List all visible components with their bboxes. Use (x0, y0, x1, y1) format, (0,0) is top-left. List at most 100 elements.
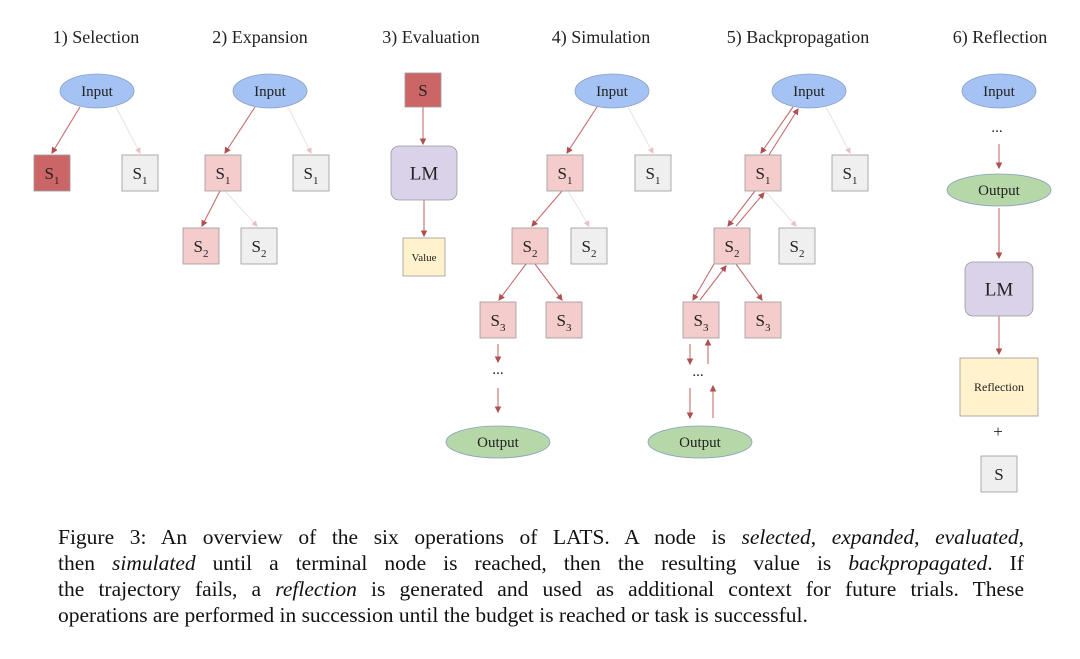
edge-arrow (768, 108, 799, 156)
edge-arrow (201, 190, 221, 227)
caption-emphasis: reflection (275, 577, 357, 601)
edge-arrow (567, 190, 590, 227)
node-input: Input (232, 73, 308, 109)
node-label: Input (81, 84, 113, 100)
caption-text: is generated and used as additional cont… (356, 577, 1024, 601)
node-input: Input (961, 73, 1037, 109)
node-label: Input (596, 84, 628, 100)
caption-text: , (914, 525, 936, 549)
node-s3b: S3 (744, 301, 782, 339)
node-label: Reflection (974, 380, 1024, 394)
node-label: ... (492, 362, 503, 378)
node-label: S3 (756, 311, 771, 334)
node-label: Input (254, 84, 286, 100)
node-label: S1 (304, 164, 319, 187)
caption-text: operations are performed in succession u… (58, 603, 808, 627)
node-s2b: S2 (240, 227, 278, 265)
node-label: Input (793, 84, 825, 100)
node-s3a: S3 (479, 301, 517, 339)
panel-title: 6) Reflection (953, 27, 1047, 48)
caption-text: then (58, 551, 113, 575)
caption-line: operations are performed in succession u… (58, 602, 1024, 628)
edge-arrow (735, 263, 763, 301)
edge-arrow (566, 106, 598, 154)
node-s1a: S1 (546, 154, 584, 192)
node-output: Output (445, 425, 551, 459)
node-label: S3 (694, 311, 709, 334)
node-label: S2 (725, 237, 740, 260)
node-lm: LM (964, 261, 1034, 317)
node-label: S2 (790, 237, 805, 260)
node-label: S2 (523, 237, 538, 260)
node-s2a: S2 (182, 227, 220, 265)
node-s1b: S1 (831, 154, 869, 192)
caption-line: Figure 3: An overview of the six operati… (58, 524, 1024, 550)
node-s1a: S1 (204, 154, 242, 192)
node-label: S3 (557, 311, 572, 334)
panel-title: 3) Evaluation (382, 27, 479, 48)
caption-emphasis: expanded (831, 525, 915, 549)
node-label: ... (692, 364, 703, 380)
node-output: Output (946, 173, 1052, 207)
node-label: S1 (133, 164, 148, 187)
node-value: Value (402, 237, 446, 277)
caption-line: the trajectory fails, a reflection is ge… (58, 576, 1024, 602)
node-s3b: S3 (545, 301, 583, 339)
edge-arrow (727, 190, 756, 227)
edge-arrow (531, 190, 563, 227)
node-s: S (980, 455, 1018, 493)
edge-arrow (224, 190, 258, 227)
panel-title: 4) Simulation (552, 27, 651, 48)
node-label: S3 (491, 311, 506, 334)
node-s: S (404, 72, 442, 108)
node-s2a: S2 (511, 227, 549, 265)
node-label: Output (679, 435, 722, 451)
node-lm: LM (390, 145, 458, 201)
caption-emphasis: simulated (112, 551, 196, 575)
node-label: S (994, 465, 1003, 484)
node-s1b: S1 (634, 154, 672, 192)
edge-arrow (735, 192, 765, 227)
edge-arrow (51, 106, 81, 154)
caption-text: , (810, 525, 832, 549)
node-label: S2 (582, 237, 597, 260)
caption-line: then simulated until a terminal node is … (58, 550, 1024, 576)
node-s1a: S1 (744, 154, 782, 192)
caption-emphasis: evaluated (935, 525, 1019, 549)
node-label: Output (978, 183, 1021, 199)
node-label: S1 (216, 164, 231, 187)
node-plus: + (993, 422, 1003, 441)
node-s2a: S2 (713, 227, 751, 265)
node-s2b: S2 (778, 227, 816, 265)
node-label: Output (477, 435, 520, 451)
node-input: Input (59, 73, 135, 109)
edge-arrow (760, 106, 794, 154)
node-label: S1 (843, 164, 858, 187)
caption-text: until a terminal node is reached, then t… (195, 551, 849, 575)
caption-text: Figure 3: An overview of the six operati… (58, 525, 742, 549)
node-label: + (993, 422, 1003, 441)
caption-text: . If (987, 551, 1024, 575)
edge-arrow (224, 106, 256, 154)
edge-arrow (699, 265, 727, 301)
node-reflection: Reflection (959, 357, 1039, 417)
caption-emphasis: selected (741, 525, 811, 549)
node-label: S (418, 81, 427, 100)
node-label: LM (410, 164, 439, 185)
caption-text: , (1018, 525, 1025, 549)
edge-arrow (498, 263, 527, 301)
edge-arrow (764, 190, 797, 227)
node-label: S1 (646, 164, 661, 187)
caption-text: the trajectory fails, a (58, 577, 276, 601)
edge-arrow (287, 106, 312, 154)
figure-caption: Figure 3: An overview of the six operati… (58, 524, 1024, 628)
node-dots: ... (991, 120, 1002, 136)
node-s1b: S1 (121, 154, 159, 192)
node-output: Output (647, 425, 753, 459)
panel-title: 1) Selection (53, 27, 139, 48)
caption-emphasis: backpropagated (848, 551, 988, 575)
node-label: S2 (252, 237, 267, 260)
panel-title: 2) Expansion (212, 27, 307, 48)
node-label: S2 (194, 237, 209, 260)
